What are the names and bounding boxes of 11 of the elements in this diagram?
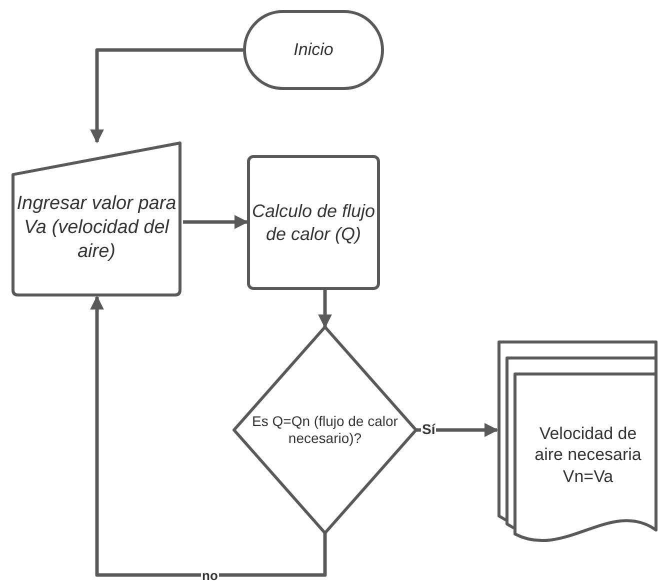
arrow — [416, 423, 498, 437]
node-text: Calculo de flujo de calor (Q) — [251, 200, 376, 245]
arrow — [90, 48, 243, 144]
arrow — [90, 296, 327, 577]
arrow — [318, 290, 332, 328]
edge-label: Sí — [421, 422, 436, 437]
node-text: Inicio — [294, 39, 334, 61]
node-text: Es Q=Qn (flujo de calor necesario)? — [252, 412, 398, 448]
node-text: Velocidad de aire necesaria Vn=Va — [534, 423, 642, 487]
arrow — [183, 215, 248, 229]
node-text: Ingresar valor para Va (velocidad del aire) — [16, 192, 177, 264]
